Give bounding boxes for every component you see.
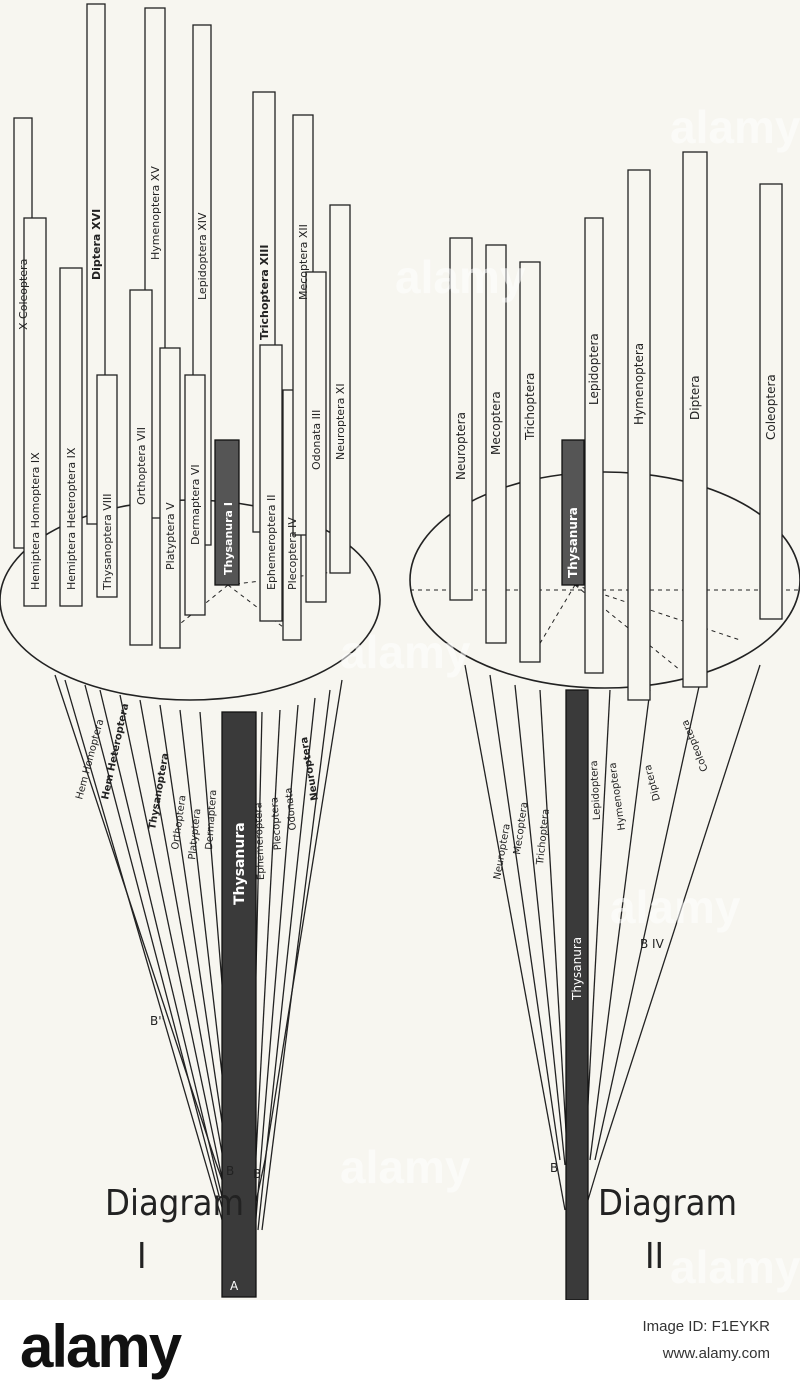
diagram-two-caption-numeral: II — [645, 1236, 664, 1277]
stock-footer — [0, 1300, 800, 1390]
d1-col-10: Thysanura I — [222, 502, 235, 575]
d2-branch-b: B — [550, 1161, 558, 1175]
diagram-two-thysanura-column — [561, 439, 585, 586]
diagram-one-thysanura-column — [214, 439, 240, 586]
diagram-one-column-labels: X Coleoptera Hemiptera Homoptera IX Hemi… — [17, 166, 347, 591]
d1-col-2: Hemiptera Heteroptera IX — [65, 447, 78, 590]
d1-col-5: Hymenoptera XV — [149, 166, 162, 260]
phylogeny-diagrams-svg: X Coleoptera Hemiptera Homoptera IX Hemi… — [0, 3, 800, 1300]
d2-stem-6: Diptera — [643, 763, 663, 802]
diagram-plate: X Coleoptera Hemiptera Homoptera IX Hemi… — [0, 3, 800, 1300]
diagram-one-thysanura-stem — [221, 711, 257, 1298]
d1-col-4: Thysanoptera VIII — [101, 494, 114, 591]
d1-branch-b-left: B — [226, 1164, 234, 1178]
d2-col-2: Trichoptera — [523, 373, 537, 441]
alamy-logo: alamy — [20, 1313, 182, 1380]
d1-stem-5: Dermaptera — [204, 789, 219, 850]
diagram-two-branch-labels: B B IV — [550, 937, 665, 1175]
d1-stem-7: Ephemeroptera — [253, 802, 267, 880]
d2-col-6: Diptera — [688, 375, 702, 420]
d2-col-4: Lepidoptera — [587, 333, 601, 405]
diagram-one-caption-word: Diagram — [105, 1183, 244, 1224]
watermark-text: alamy — [670, 101, 800, 153]
d2-branch-b-iv: B IV — [640, 937, 665, 951]
d1-branch-b-double-prime: B'' — [150, 1014, 165, 1028]
d1-stem-10: Neuroptera — [299, 736, 321, 801]
d2-stem-5: Hymenoptera — [608, 762, 628, 831]
d1-col-1: Hemiptera Homoptera IX — [29, 452, 42, 590]
d2-col-1: Mecoptera — [489, 391, 503, 455]
diagram-one-branch-labels: B B B'' A — [150, 1014, 261, 1293]
d1-col-9: Dermaptera VI — [189, 464, 202, 545]
watermark-text: alamy — [340, 626, 471, 678]
d2-col-7: Coleoptera — [764, 374, 778, 440]
d1-col-16: Neuroptera XI — [334, 383, 347, 460]
d1-stem-9: Odonata — [284, 787, 299, 831]
diagram-two-caption-word: Diagram — [598, 1183, 737, 1224]
d1-stem-6: Thysanura — [232, 822, 248, 905]
d1-stem-8: Plecoptera — [269, 797, 284, 851]
d2-stem-7: Coleoptera — [680, 718, 711, 773]
diagram-one-columns — [13, 3, 351, 649]
diagram-two: Neuroptera Mecoptera Trichoptera Thysanu… — [409, 151, 800, 1300]
d1-col-14: Mecoptera XII — [297, 224, 310, 300]
d2-col-0: Neuroptera — [454, 412, 468, 480]
d1-stem-4: Platyptera — [187, 808, 203, 860]
d2-col-3: Thysanura — [566, 507, 580, 578]
diagram-one-fan-lines — [54, 674, 343, 1231]
d2-stem-1: Mecoptera — [512, 801, 530, 855]
d1-branch-b-right: B — [253, 1167, 261, 1181]
d2-col-5: Hymenoptera — [632, 343, 646, 425]
watermark-text: alamy — [340, 1141, 471, 1193]
diagram-two-fan-lines — [464, 664, 761, 1211]
diagram-two-columns — [449, 151, 783, 701]
watermark-text: alamy — [610, 881, 741, 933]
d1-col-13: Plecoptera IV — [286, 517, 299, 590]
d1-col-11: Ephemeroptera II — [265, 495, 278, 590]
diagram-two-thysanura-stem — [565, 689, 589, 1300]
site-url-text: www.alamy.com — [662, 1345, 770, 1362]
d1-col-6: Orthoptera VII — [135, 427, 148, 505]
d1-stem-1: Hem Heteroptera — [100, 703, 131, 801]
watermark-text: alamy — [670, 1241, 800, 1293]
d1-col-3: Diptera XVI — [90, 209, 103, 280]
d1-col-0: X Coleoptera — [17, 259, 30, 330]
d1-stem-2: Thysanoptera — [147, 752, 171, 830]
image-id-text: Image ID: F1EYKR — [642, 1318, 770, 1335]
d1-col-12: Trichoptera XIII — [258, 245, 271, 340]
d1-col-7: Platyptera V — [164, 502, 177, 570]
watermark-text: alamy — [395, 251, 526, 303]
d1-stem-3: Orthoptera — [170, 794, 189, 850]
d2-stem-4: Lepidoptera — [589, 760, 603, 820]
d1-col-15: Odonata III — [310, 410, 323, 470]
diagram-two-column-labels: Neuroptera Mecoptera Trichoptera Thysanu… — [454, 333, 778, 578]
d1-col-8: Lepidoptera XIV — [196, 212, 209, 300]
diagram-one: X Coleoptera Hemiptera Homoptera IX Hemi… — [0, 3, 381, 1298]
d1-root-label: A — [230, 1279, 239, 1293]
d2-stem-3: Thysanura — [570, 937, 584, 1001]
diagram-one-caption-numeral: I — [137, 1236, 147, 1277]
